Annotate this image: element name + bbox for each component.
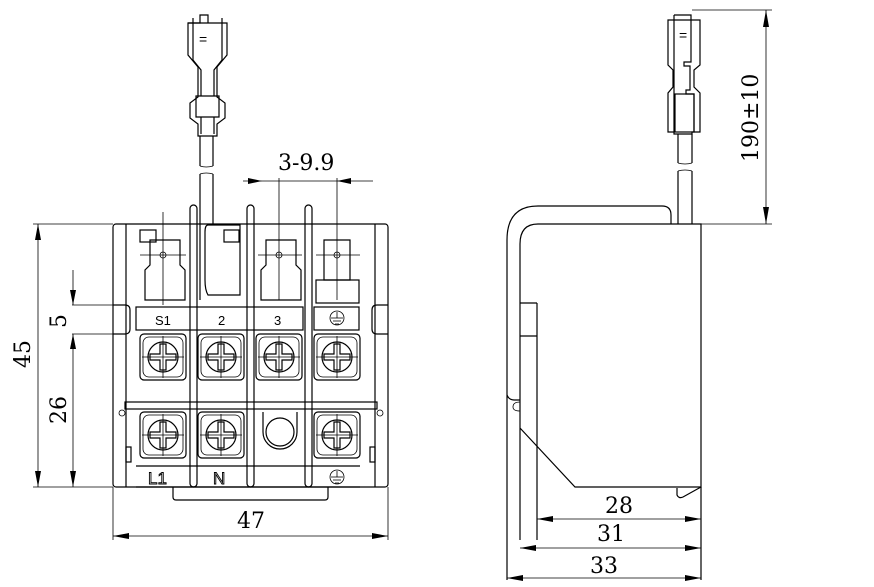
- front-connector: =: [187, 14, 228, 300]
- lead-length-dimension: 190±10: [692, 9, 772, 225]
- dividers: [189, 204, 313, 488]
- upper-screws: [139, 333, 361, 381]
- lower-screws: [139, 411, 361, 459]
- ground-icon: [329, 310, 345, 326]
- lead-length-dimension-label: 190±10: [739, 74, 764, 162]
- height-dimension: 45: [11, 223, 113, 488]
- bottom-label-strip: L1 N: [136, 465, 360, 488]
- top-tabs: [139, 212, 360, 305]
- empty-terminal: [262, 412, 298, 450]
- terminal-label-2: 2: [218, 313, 225, 328]
- lower-height-dimension-label: 26: [47, 396, 72, 424]
- depth-inner-dimension-label: 28: [605, 494, 633, 519]
- top-label-strip: S1 2 3: [135, 306, 360, 331]
- screw-terminal-lower-1: [139, 411, 187, 459]
- tab-height-dimension: 5: [47, 270, 113, 349]
- terminal-label-3: 3: [274, 313, 281, 328]
- screw-terminal-upper-3: [255, 333, 303, 381]
- side-slot-right: [369, 446, 376, 463]
- side-view: = 190±10: [506, 9, 772, 581]
- front-view: = 3-9.9: [11, 14, 389, 540]
- pitch-dimension-label: 3-9.9: [278, 151, 334, 176]
- screw-terminal-lower-3: [313, 411, 361, 459]
- terminal-label-l1: L1: [148, 469, 167, 488]
- height-dimension-label: 45: [11, 340, 36, 368]
- side-connector-mark: =: [679, 27, 687, 43]
- width-dimension-label: 47: [237, 509, 265, 534]
- width-dimension: 47: [112, 487, 389, 540]
- front-connector-mark: =: [199, 31, 207, 47]
- screw-terminal-upper-4: [313, 333, 361, 381]
- tab-height-dimension-label: 5: [47, 314, 72, 328]
- depth-inner-dimension: 28: [537, 494, 701, 522]
- depth-outer-dimension-label: 33: [590, 554, 618, 579]
- side-slot-left: [125, 446, 132, 463]
- terminal-label-n: N: [213, 469, 225, 488]
- screw-terminal-lower-2: [197, 411, 245, 459]
- rail-pin-left: [118, 409, 126, 417]
- cross-rail: [124, 401, 378, 410]
- side-housing: [506, 205, 702, 580]
- screw-terminal-upper-1: [139, 333, 187, 381]
- depth-outer-dimension: 33: [507, 554, 701, 581]
- screw-terminal-upper-2: [197, 333, 245, 381]
- depth-mid-dimension: 31: [520, 522, 701, 551]
- side-connector: =: [667, 14, 701, 224]
- terminal-label-s1: S1: [155, 313, 171, 328]
- lower-height-dimension: 26: [47, 334, 76, 487]
- rail-pin-right: [376, 409, 384, 417]
- pitch-dimension: 3-9.9: [243, 151, 373, 300]
- ground-icon: [329, 469, 345, 485]
- depth-mid-dimension-label: 31: [597, 522, 625, 547]
